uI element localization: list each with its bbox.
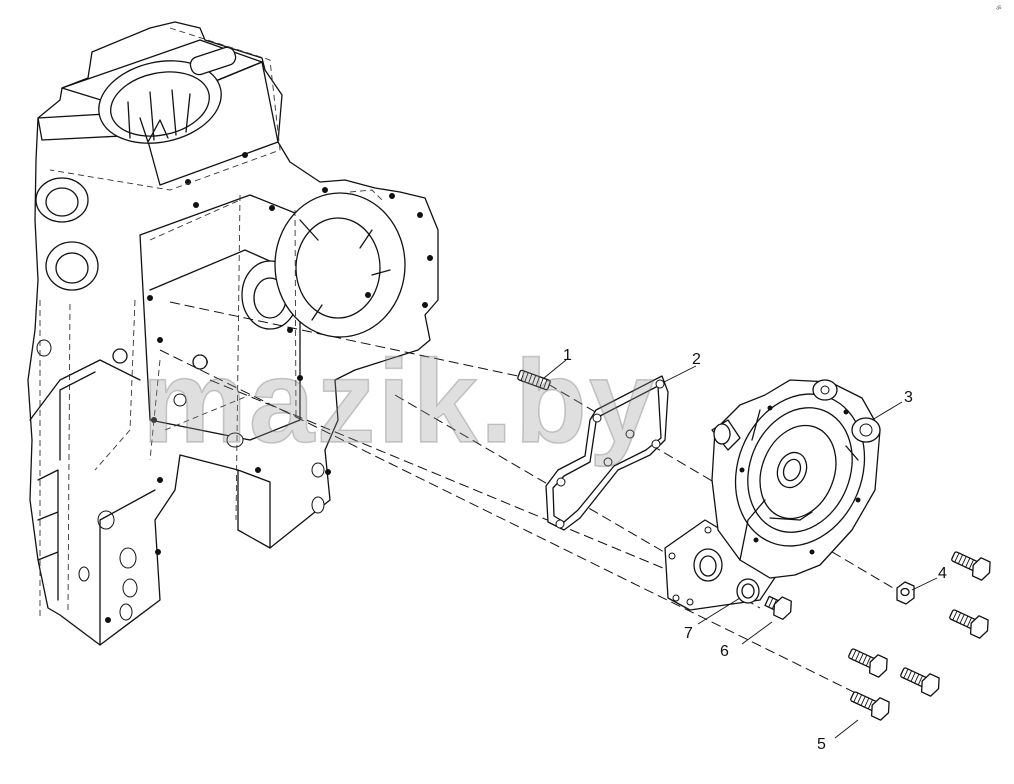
part-6-plug: [764, 595, 792, 620]
part-4-nut: [896, 581, 915, 605]
watermark: mazik.by: [142, 336, 656, 468]
part-2-gasket: [545, 375, 669, 531]
bolt: [951, 551, 991, 581]
callout-1: 1: [563, 347, 572, 364]
bolt: [949, 609, 989, 639]
part-1-stud: [517, 369, 551, 391]
callout-5: 5: [817, 736, 826, 753]
callout-3: 3: [904, 389, 913, 406]
leader-lines: [543, 359, 938, 739]
callout-4: 4: [938, 565, 947, 582]
bolt: [850, 691, 890, 721]
bolt: [900, 667, 940, 697]
callout-7: 7: [684, 625, 693, 642]
part-7-seal-washer: [736, 578, 760, 604]
part-3-pump-housing: [664, 379, 881, 611]
engine-block: [27, 21, 439, 646]
callout-2: 2: [692, 351, 701, 368]
part-5-bolts: [848, 551, 991, 721]
corner-mark: ॐ: [996, 4, 1002, 12]
bolt: [848, 648, 888, 678]
callout-6: 6: [720, 643, 729, 660]
